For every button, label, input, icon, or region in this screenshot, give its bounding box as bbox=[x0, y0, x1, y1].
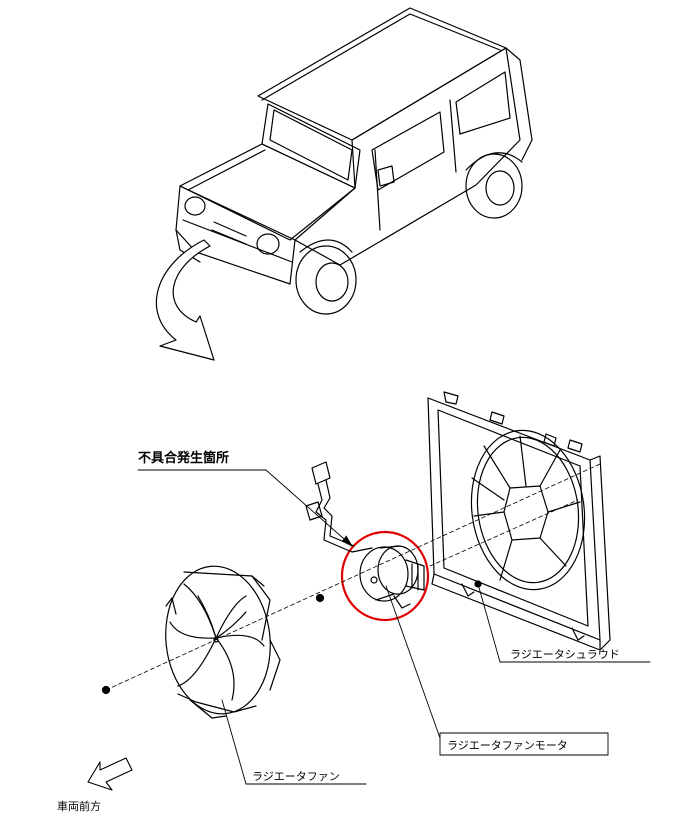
defect-location-label: 不具合発生箇所 bbox=[138, 451, 230, 466]
radiator-fan-motor-label: ラジエータファンモータ bbox=[447, 739, 568, 752]
defect-highlight-circle bbox=[340, 530, 430, 622]
radiator-fan-label: ラジエータファン bbox=[252, 770, 340, 783]
vehicle-illustration bbox=[175, 7, 533, 315]
wire-harness-drawing bbox=[305, 461, 373, 553]
radiator-fan-drawing bbox=[165, 565, 281, 719]
leader-lines bbox=[137, 469, 651, 785]
radiator-shroud-drawing bbox=[427, 391, 611, 651]
motor-label-box bbox=[439, 732, 609, 756]
nut-icon bbox=[101, 685, 111, 695]
radiator-shroud-label: ラジエータシュラウド bbox=[510, 648, 620, 661]
vehicle-front-arrow-icon bbox=[87, 757, 133, 791]
radiator-fan-motor-drawing bbox=[359, 545, 425, 609]
nut-icon bbox=[315, 593, 325, 603]
pointer-arrow-icon bbox=[155, 239, 215, 361]
vehicle-front-label: 車両前方 bbox=[57, 800, 101, 813]
